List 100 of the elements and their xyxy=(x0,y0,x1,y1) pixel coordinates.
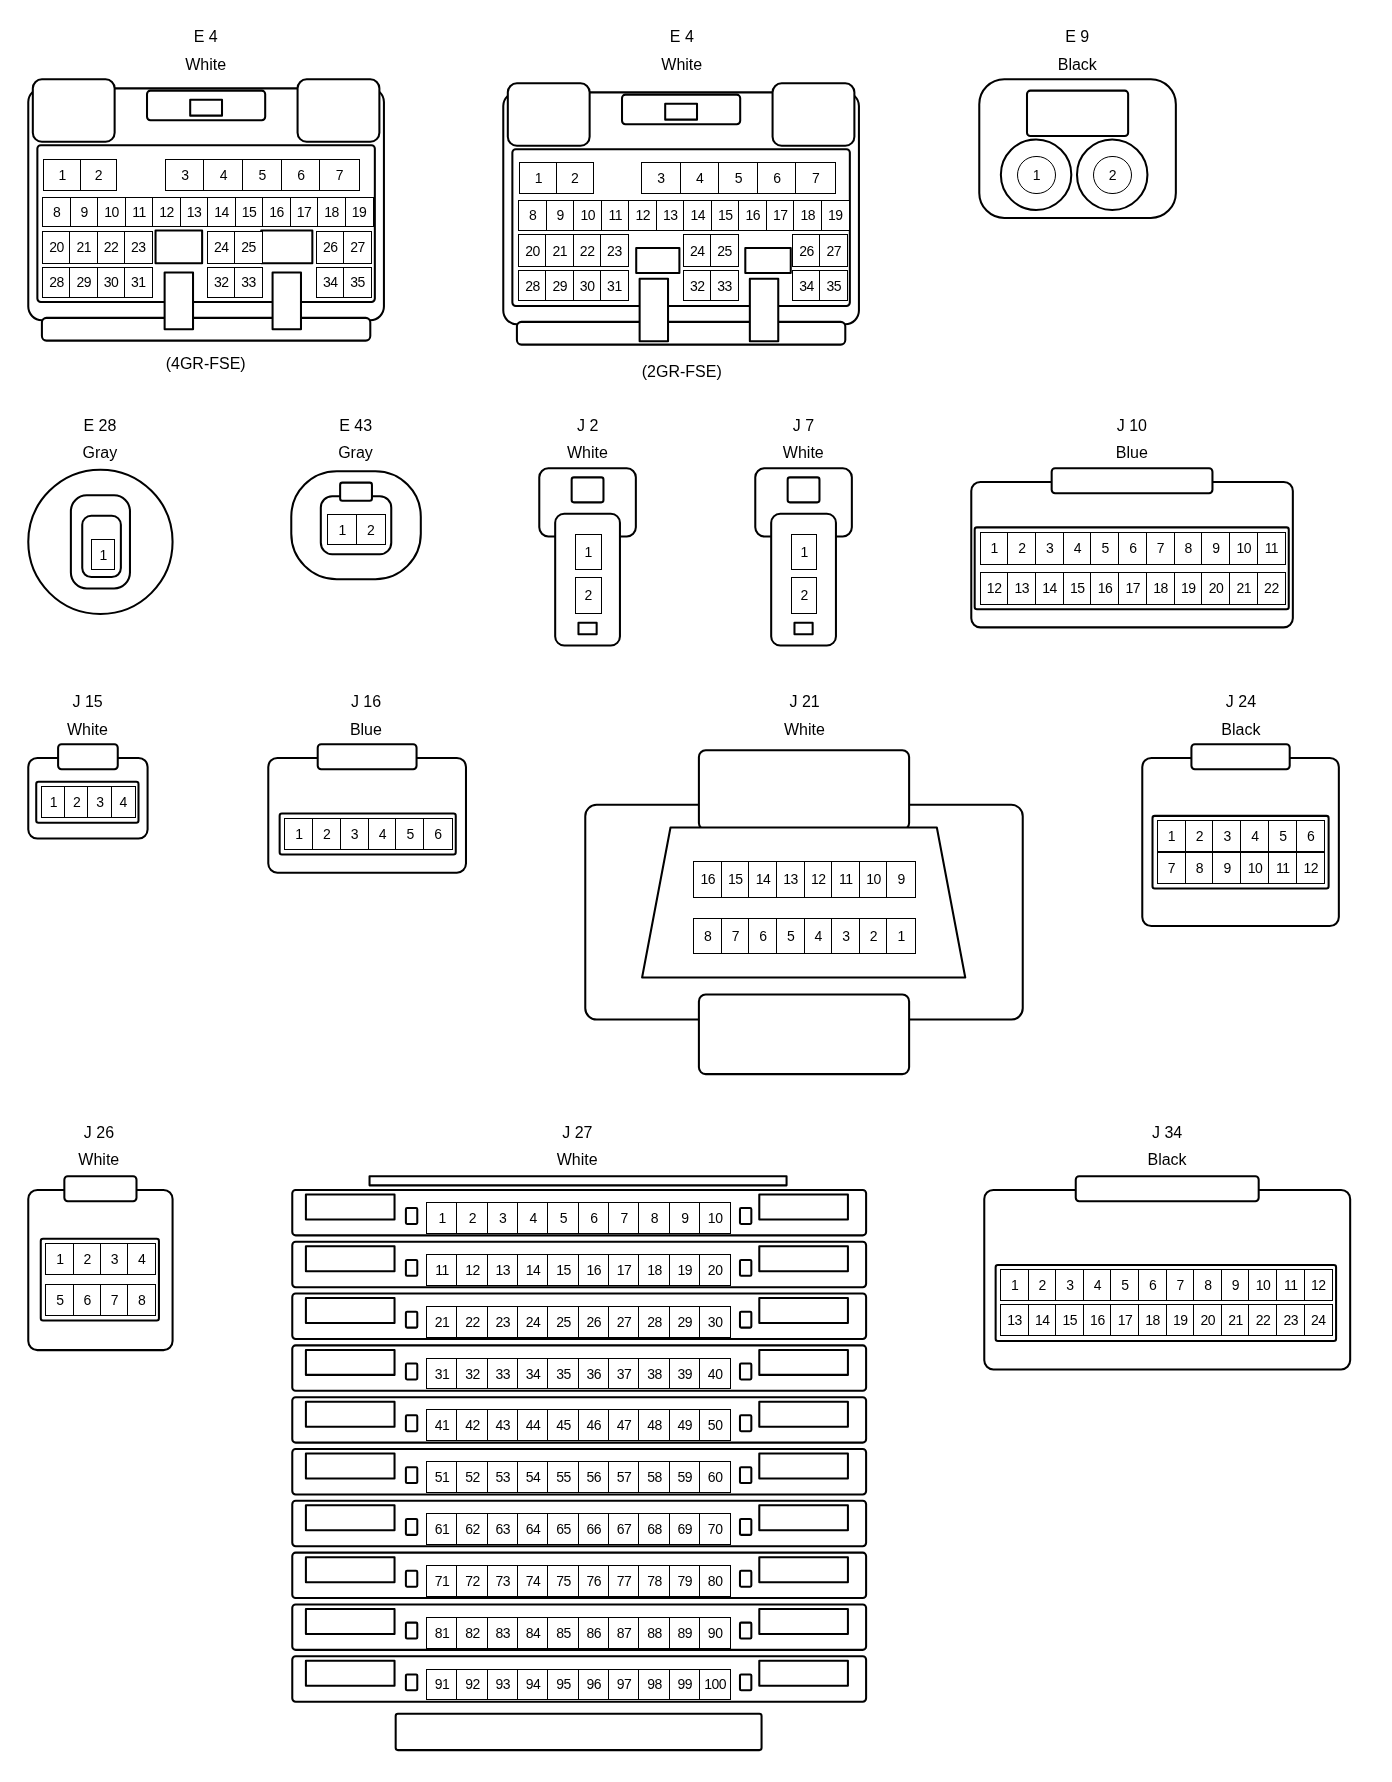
pin-terminal: 10 xyxy=(1248,1269,1278,1302)
connector-code: J 24 xyxy=(1225,693,1257,712)
pin-terminal: 25 xyxy=(234,230,263,264)
housing-color: White xyxy=(782,444,824,463)
pin-terminal: 29 xyxy=(69,267,99,298)
pin-terminal: 5 xyxy=(45,1284,75,1316)
connector-code: J 27 xyxy=(562,1123,593,1142)
pin-terminal: 3 xyxy=(1212,820,1242,853)
pin-terminal: 1 xyxy=(519,162,558,195)
pin-terminal: 95 xyxy=(547,1668,580,1701)
pin-terminal: 33 xyxy=(710,270,740,302)
pin-terminal: 9 xyxy=(1212,852,1242,885)
pin-terminal: 67 xyxy=(608,1513,641,1545)
housing-color: White xyxy=(784,720,825,739)
pin-terminal: 5 xyxy=(547,1202,580,1235)
pin-terminal: 1 xyxy=(327,513,358,546)
pin-terminal: 61 xyxy=(426,1513,459,1545)
pin-terminal: 38 xyxy=(638,1357,671,1390)
pin-terminal: 2 xyxy=(311,818,342,850)
pin-terminal: 26 xyxy=(792,234,821,267)
pin-terminal: 45 xyxy=(547,1409,580,1442)
pin-terminal: 4 xyxy=(203,159,244,191)
pin-terminal: 7 xyxy=(319,159,360,191)
pin-terminal: 51 xyxy=(426,1461,459,1494)
pin-terminal: 4 xyxy=(1240,820,1270,853)
pin-terminal: 88 xyxy=(638,1616,671,1649)
pin-terminal: 5 xyxy=(718,162,759,195)
pin-terminal: 42 xyxy=(456,1409,489,1442)
pin-terminal: 2 xyxy=(456,1202,489,1235)
housing-color: Blue xyxy=(1115,444,1148,463)
pin-terminal: 85 xyxy=(547,1616,580,1649)
pin-terminal: 22 xyxy=(456,1305,489,1338)
pin-terminal: 21 xyxy=(545,234,575,267)
pin-terminal: 13 xyxy=(776,861,806,898)
pin-terminal: 1 xyxy=(886,918,916,955)
pin-terminal: 52 xyxy=(456,1461,489,1494)
pin-terminal: 35 xyxy=(547,1357,580,1390)
pin-terminal: 53 xyxy=(486,1461,519,1494)
pin-terminal: 5 xyxy=(776,918,806,955)
pin-terminal: 78 xyxy=(638,1564,671,1597)
pin-terminal: 7 xyxy=(1156,852,1187,885)
pin-terminal: 6 xyxy=(577,1202,610,1235)
pin-terminal: 6 xyxy=(1295,820,1326,853)
connector-code: J 2 xyxy=(576,417,599,436)
connector-code: J 21 xyxy=(789,693,820,712)
pin-terminal: 6 xyxy=(1138,1269,1168,1302)
housing-color: White xyxy=(556,1151,598,1170)
pin-terminal: 35 xyxy=(819,270,849,302)
pin-terminal: 1 xyxy=(284,818,314,850)
pin-terminal: 32 xyxy=(456,1357,489,1390)
pin-terminal: 27 xyxy=(343,230,372,264)
pin-terminal: 62 xyxy=(456,1513,489,1545)
pin-terminal: 64 xyxy=(517,1513,550,1545)
pin-terminal: 4 xyxy=(517,1202,550,1235)
housing-color: Gray xyxy=(338,444,373,463)
pin-terminal: 9 xyxy=(886,861,916,898)
pin-terminal: 68 xyxy=(638,1513,671,1545)
pin-terminal: 1 xyxy=(574,534,602,571)
pin-terminal: 15 xyxy=(1055,1304,1085,1337)
pin-terminal: 1 xyxy=(45,1243,75,1275)
connector-code: J 34 xyxy=(1152,1123,1183,1142)
pin-terminal: 31 xyxy=(599,270,629,302)
pin-terminal: 3 xyxy=(486,1202,519,1235)
pin-terminal: 90 xyxy=(699,1616,732,1649)
pin-terminal: 54 xyxy=(517,1461,550,1494)
pin-terminal: 92 xyxy=(456,1668,489,1701)
connector-code: E 9 xyxy=(1065,28,1090,47)
pin-terminal: 15 xyxy=(547,1254,580,1286)
pin-terminal: 2 xyxy=(555,162,594,195)
pin-terminal: 14 xyxy=(517,1254,550,1286)
pin-terminal: 28 xyxy=(42,267,71,298)
pin-terminal: 31 xyxy=(123,267,153,298)
pin-terminal: 1 xyxy=(999,1269,1030,1302)
pin-terminal: 47 xyxy=(608,1409,641,1442)
pin-terminal: 24 xyxy=(1303,1304,1333,1337)
pin-terminal: 3 xyxy=(831,918,861,955)
pin-terminal: 3 xyxy=(640,162,682,195)
pin-terminal: 17 xyxy=(1110,1304,1140,1337)
pin-terminal: 29 xyxy=(545,270,575,302)
pin-terminal: 25 xyxy=(547,1305,580,1338)
pin-terminal: 5 xyxy=(1268,820,1298,853)
variant-note: (2GR-FSE) xyxy=(641,362,722,381)
housing-color: Black xyxy=(1221,720,1261,739)
pin-terminal: 40 xyxy=(699,1357,732,1390)
pin-terminal: 5 xyxy=(242,159,283,191)
pin-terminal: 4 xyxy=(127,1243,157,1275)
pin-terminal: 18 xyxy=(638,1254,671,1286)
pin-terminal: 57 xyxy=(608,1461,641,1494)
pin-terminal: 12 xyxy=(456,1254,489,1286)
pin-terminal: 6 xyxy=(756,162,797,195)
variant-note: (4GR-FSE) xyxy=(165,354,246,373)
pin-terminal: 100 xyxy=(699,1668,732,1701)
pin-terminal: 34 xyxy=(792,270,821,302)
pin-terminal: 43 xyxy=(486,1409,519,1442)
pin-terminal: 50 xyxy=(699,1409,732,1442)
pin-terminal: 58 xyxy=(638,1461,671,1494)
pin-terminal: 27 xyxy=(819,234,849,267)
pin-terminal: 28 xyxy=(518,270,547,302)
pin-terminal: 1 xyxy=(790,534,818,571)
pin-terminal: 65 xyxy=(547,1513,580,1545)
